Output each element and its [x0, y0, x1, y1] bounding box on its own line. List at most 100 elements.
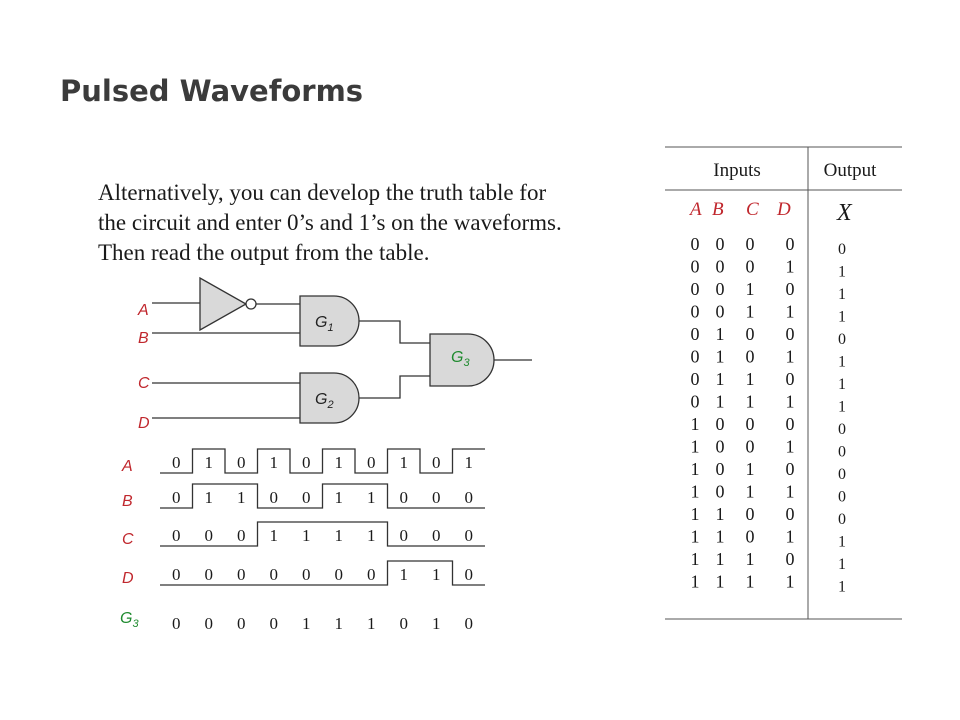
table-header-inputs: Inputs	[713, 160, 761, 181]
waveform-label-d: D	[122, 570, 134, 587]
truth-table-input-bit: 0	[746, 257, 755, 277]
waveform-bit: 1	[205, 488, 214, 507]
waveform-bit: 0	[465, 526, 474, 545]
waveform-trace-b	[160, 483, 485, 509]
truth-table-input-bit: 0	[691, 324, 700, 344]
truth-table-input-bit: 1	[786, 527, 795, 547]
output-bit: 1	[335, 614, 344, 633]
truth-table-input-bit: 1	[716, 392, 725, 412]
truth-table-input-bit: 0	[746, 527, 755, 547]
inverter-gate	[199, 276, 248, 332]
truth-table-input-bit: 0	[716, 302, 725, 322]
truth-table-input-bit: 1	[716, 527, 725, 547]
truth-table-input-bit: 1	[786, 437, 795, 457]
waveform-bit: 0	[172, 526, 181, 545]
truth-table-input-bit: 1	[786, 392, 795, 412]
truth-table-input-bit: 0	[746, 437, 755, 457]
truth-table-input-bit: 0	[716, 414, 725, 434]
truth-table-input-bit: 1	[691, 572, 700, 592]
waveform-bit: 0	[400, 526, 409, 545]
truth-table-input-bit: 0	[746, 324, 755, 344]
truth-table-input-bit: 1	[716, 504, 725, 524]
waveform-bit: 0	[400, 488, 409, 507]
truth-table-input-bit: 0	[691, 392, 700, 412]
truth-table-input-bit: 0	[716, 437, 725, 457]
waveform-bit: 0	[205, 565, 214, 584]
output-bit: 1	[367, 614, 376, 633]
truth-table-input-bit: 1	[716, 347, 725, 367]
truth-table-input-bit: 0	[746, 504, 755, 524]
table-col-d: D	[776, 199, 791, 220]
waveform-bit: 0	[465, 488, 474, 507]
truth-table-input-bit: 0	[746, 414, 755, 434]
truth-table-input-bit: 0	[786, 459, 795, 479]
waveform-bit: 0	[237, 526, 246, 545]
output-bit: 0	[270, 614, 279, 633]
truth-table-output-bit: 1	[838, 534, 846, 551]
truth-table-input-bit: 0	[786, 414, 795, 434]
truth-table-input-bit: 0	[691, 257, 700, 277]
gate-g1-label: G1	[315, 314, 334, 334]
truth-table-input-bit: 0	[786, 369, 795, 389]
truth-table-input-bit: 0	[786, 234, 795, 254]
truth-table-input-bit: 1	[691, 414, 700, 434]
waveform-bit: 0	[367, 453, 376, 472]
truth-table-input-bit: 0	[746, 347, 755, 367]
circuit-input-b: B	[138, 330, 149, 347]
truth-table-output-bit: 0	[838, 466, 846, 483]
truth-table-input-bit: 0	[716, 279, 725, 299]
truth-table-input-bit: 0	[716, 482, 725, 502]
truth-table-input-bit: 1	[746, 369, 755, 389]
truth-table-input-bit: 1	[786, 302, 795, 322]
waveform-bit: 0	[205, 526, 214, 545]
gate-g3	[429, 333, 495, 387]
truth-table-input-bit: 1	[786, 572, 795, 592]
truth-table-input-bit: 0	[716, 257, 725, 277]
truth-table-input-bit: 0	[746, 234, 755, 254]
waveform-bit: 1	[432, 565, 441, 584]
waveform-bit: 0	[335, 565, 344, 584]
truth-table-output-bit: 1	[838, 264, 846, 281]
truth-table-input-bit: 1	[716, 549, 725, 569]
truth-table-input-bit: 0	[786, 504, 795, 524]
truth-table-input-bit: 1	[746, 549, 755, 569]
logic-circuit: A B C D G1 G2 G3	[137, 276, 532, 432]
gate-g3-label: G3	[451, 349, 470, 369]
waveform-label-a: A	[121, 458, 133, 475]
waveform-bit: 1	[335, 453, 344, 472]
table-col-x: X	[836, 200, 853, 226]
table-col-a: A	[688, 199, 702, 220]
waveform-bit: 1	[270, 526, 279, 545]
output-bit: 0	[172, 614, 181, 633]
slide-title: Pulsed Waveforms	[60, 74, 364, 108]
waveform-bit: 0	[367, 565, 376, 584]
truth-table-output-bit: 1	[838, 286, 846, 303]
gate-g1	[299, 295, 360, 347]
waveform-bit: 1	[335, 488, 344, 507]
truth-table-output-bit: 0	[838, 241, 846, 258]
truth-table-output-bit: 1	[838, 579, 846, 596]
output-bit: 0	[237, 614, 246, 633]
circuit-input-c: C	[138, 375, 150, 392]
truth-table-output-bit: 1	[838, 309, 846, 326]
waveform-bit: 1	[465, 453, 474, 472]
body-text: Alternatively, you can develop the truth…	[98, 178, 658, 268]
waveform-bit: 1	[367, 526, 376, 545]
table-col-b: B	[712, 199, 724, 220]
truth-table-input-bit: 1	[691, 527, 700, 547]
waveform-bit: 1	[205, 453, 214, 472]
truth-table-input-bit: 1	[691, 459, 700, 479]
waveform-bit: 1	[335, 526, 344, 545]
truth-table-input-bit: 0	[691, 347, 700, 367]
truth-table-input-bit: 1	[716, 324, 725, 344]
truth-table-input-bit: 1	[746, 572, 755, 592]
truth-table-output-bit: 1	[838, 556, 846, 573]
truth-table-input-bit: 1	[746, 482, 755, 502]
truth-table-input-bit: 1	[716, 572, 725, 592]
truth-table-input-bit: 1	[691, 504, 700, 524]
truth-table-output-bit: 1	[838, 399, 846, 416]
waveform-label-g3: G3	[120, 610, 139, 630]
truth-table-output-bit: 0	[838, 421, 846, 438]
truth-table-input-bit: 0	[691, 279, 700, 299]
